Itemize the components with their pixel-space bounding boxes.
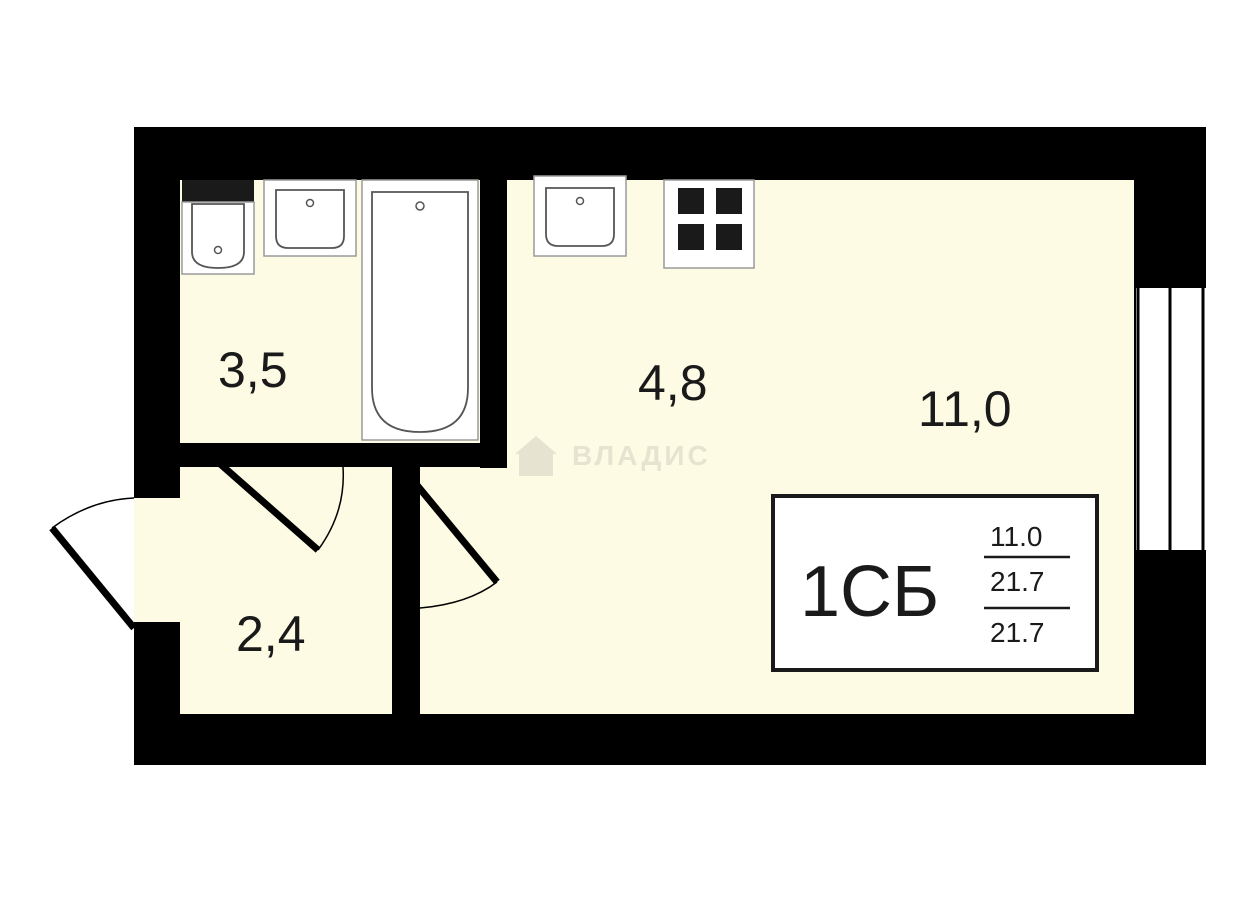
house-icon	[515, 436, 557, 476]
wall-bath-divider	[480, 172, 507, 468]
watermark: ВЛАДИС	[515, 436, 711, 476]
wall-bath-bottom-left	[180, 443, 220, 467]
interior-walls	[134, 172, 507, 714]
living-area-value: 11.0	[990, 521, 1042, 552]
watermark-text: ВЛАДИС	[572, 440, 711, 471]
toilet-icon	[181, 180, 255, 275]
bathroom-area-label: 3,5	[218, 342, 288, 398]
wall-hall-divider	[392, 608, 420, 714]
living-area-label: 11,0	[918, 381, 1012, 437]
wall-bath-bottom-right	[343, 443, 507, 467]
total-area-value: 21.7	[990, 566, 1045, 597]
kitchen-area-label: 4,8	[638, 355, 708, 411]
hall-area-label: 2,4	[236, 606, 306, 662]
stove-icon	[663, 179, 755, 269]
apartment-type-label: 1СБ	[800, 552, 939, 632]
passage-floor	[420, 467, 540, 714]
bathroom-sink-icon	[263, 179, 357, 257]
bathroom-door	[215, 459, 345, 553]
apartment-info-box: 1СБ 11.0 21.7 21.7	[771, 494, 1099, 672]
wall-hall-divider-top	[392, 467, 420, 487]
entry-door	[49, 497, 137, 631]
entry-door-opening	[134, 498, 184, 622]
kitchen-sink-icon	[533, 175, 627, 257]
bathtub-icon	[361, 179, 479, 441]
kitchen-door	[413, 481, 500, 609]
hall-floor	[180, 467, 392, 714]
window	[1136, 288, 1206, 550]
total-area-value-2: 21.7	[990, 617, 1045, 648]
wall-entry-top	[134, 467, 180, 498]
